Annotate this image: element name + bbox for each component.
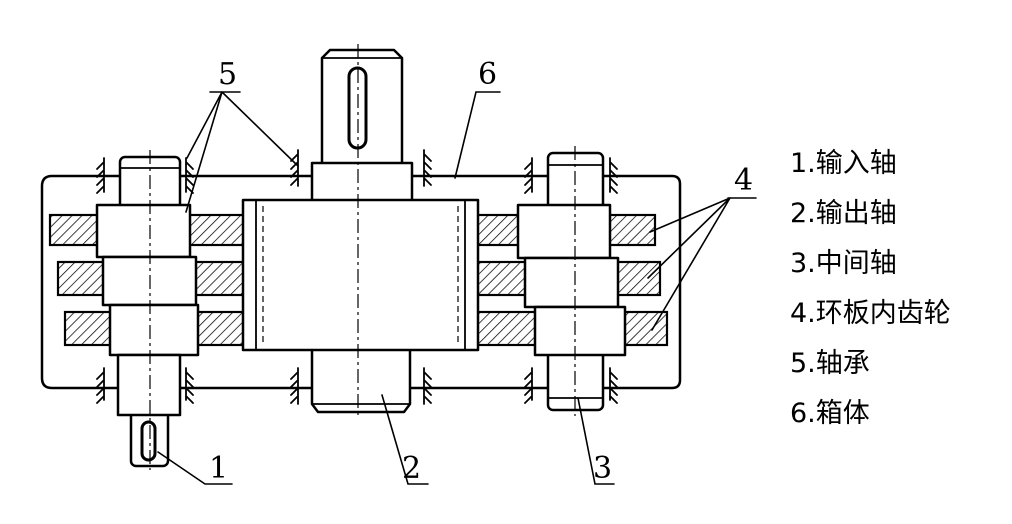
output-shaft [241,44,480,418]
callout-housing: 6 [478,57,497,92]
leader-input-shaft [157,451,233,485]
legend-item-bearing: 5.轴承 [790,348,870,379]
leader-ring-plate [647,197,757,331]
legend: 1.输入轴 2.输出轴 3.中间轴 4.环板内齿轮 5.轴承 6.箱体 [790,148,951,429]
callout-ring-plate: 4 [734,163,753,198]
bearing-output-top-right [423,149,432,187]
input-keyway-slot [140,420,157,462]
legend-item-housing: 6.箱体 [790,398,870,429]
legend-item-intermediate-shaft: 3.中间轴 [790,248,897,279]
callout-intermediate-shaft: 3 [593,451,612,486]
bearing-output-top-left [290,149,299,187]
callout-output-shaft: 2 [402,451,421,486]
intermediate-eccentric-top [516,203,612,260]
housing-outline [40,174,682,390]
intermediate-eccentric-middle [523,256,620,309]
input-eccentric-bottom [108,303,200,357]
bearing-input-top-left [96,157,105,194]
legend-item-input-shaft: 1.输入轴 [790,148,897,179]
input-eccentric-top [95,203,192,259]
output-shaft-lower [310,343,412,414]
bearing-output-bottom-left [290,367,299,405]
input-shaft [95,150,200,470]
bearings [96,149,618,405]
output-shaft-body [241,198,480,352]
output-shaft-neck [310,161,414,207]
callout-bearing: 5 [218,57,237,92]
bearing-output-bottom-right [423,367,432,405]
leader-bearing [185,91,299,213]
intermediate-eccentric-bottom [533,305,627,357]
bearing-intermediate-top-right [609,157,618,194]
bearing-input-bottom-left [96,367,105,404]
bearing-intermediate-bottom-right [609,367,618,404]
legend-item-ring-plate-gear: 4.环板内齿轮 [790,298,951,329]
leader-lines [157,91,757,485]
callout-input-shaft: 1 [209,451,228,486]
bearing-input-top-right [185,157,194,194]
leader-housing [454,91,501,179]
input-shaft-lower [116,353,182,417]
legend-item-output-shaft: 2.输出轴 [790,198,897,229]
leader-intermediate-shaft [577,397,615,485]
callout-labels: 5 6 4 1 2 3 [209,57,753,486]
bearing-intermediate-top-left [524,157,533,194]
intermediate-shaft [516,146,627,416]
bearing-intermediate-bottom-left [524,367,533,404]
bearing-input-bottom-right [185,367,194,404]
leader-output-shaft [381,394,429,485]
